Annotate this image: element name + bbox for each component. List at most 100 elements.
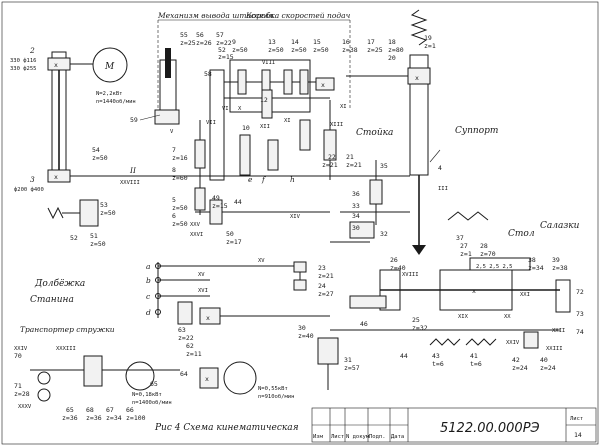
pos-72: 72 bbox=[576, 288, 584, 296]
feed-switch: a b c d XV XVI XV 63 z=22 x bbox=[146, 258, 330, 342]
shaft-label-XXVI: XXVI bbox=[190, 232, 203, 238]
pos-42: 42 bbox=[512, 356, 520, 364]
gear-chain-mid: 7 z=16 8 z=60 5 z=50 6 z=50 10 12 e f h … bbox=[172, 89, 311, 228]
gear-68-z: z=36 bbox=[86, 414, 102, 422]
table-assembly: x 2,5 2,5 2,5 28 z=70 27 z=1 37 Стол XVI… bbox=[379, 221, 584, 336]
feed-gearbox: x 9 z=50 13 z=50 14 z=50 15 z=50 16 z=38… bbox=[209, 34, 436, 181]
label-stoyka: Стойка bbox=[356, 128, 393, 138]
gear-15 bbox=[299, 69, 309, 95]
sheet-number: 14 bbox=[574, 431, 582, 439]
switch-c: c bbox=[146, 292, 151, 301]
pos-25: 25 bbox=[412, 316, 420, 324]
pos-8: 8 bbox=[172, 166, 176, 174]
pos-7: 7 bbox=[172, 146, 176, 154]
header-shaping-mechanism: Механизм вывода штосселя bbox=[157, 11, 274, 20]
pos-41: 41 bbox=[470, 352, 478, 360]
pulley-bottom bbox=[47, 169, 71, 183]
worm-19-mark: x bbox=[415, 74, 419, 82]
top-pulley-spec-1: ЗЗ0 ф116 bbox=[10, 58, 37, 64]
shaft-label-XXVIII: XXVIII bbox=[120, 180, 140, 186]
pos-15: 15 bbox=[313, 38, 321, 46]
table-nut-mark: x bbox=[472, 287, 476, 295]
shaft-II-line: II XXVIII 54 z=50 53 z=50 bbox=[70, 146, 410, 217]
gear-43-t: t=6 bbox=[432, 360, 444, 368]
gear-53-z: z=50 bbox=[100, 209, 116, 217]
shaft-label-XXV: XXV bbox=[190, 222, 201, 228]
pos-50: 50 bbox=[226, 230, 234, 238]
pos-46: 46 bbox=[360, 320, 368, 328]
gear-e bbox=[239, 134, 251, 176]
gear-24-z: z=27 bbox=[318, 290, 334, 298]
shaft-label-XXII: XXII bbox=[552, 328, 565, 334]
pos-59: 59 bbox=[130, 116, 138, 124]
gear-5 bbox=[194, 187, 206, 211]
shaft-label-X: X bbox=[238, 106, 242, 112]
rev-col-izm: Изм bbox=[313, 434, 324, 440]
shaft-label-XXXV: XXXV bbox=[18, 404, 32, 410]
gear-31 bbox=[317, 337, 339, 365]
feed-gear-49: 49 z=15 50 z=17 44 XXVI XXV bbox=[190, 194, 330, 246]
label-stol: Стол bbox=[508, 229, 535, 239]
gear-21-22 bbox=[323, 129, 337, 161]
pos-73: 73 bbox=[576, 310, 584, 318]
cylinder-45 bbox=[349, 295, 387, 309]
pos-23: 23 bbox=[318, 264, 326, 272]
sheet-label: Лист bbox=[570, 416, 583, 422]
pos-32: 32 bbox=[380, 230, 388, 238]
cutter bbox=[412, 245, 426, 255]
shaft-label-XXI: XXI bbox=[520, 292, 530, 298]
pos-70: 70 bbox=[14, 352, 22, 360]
worm-19 bbox=[407, 67, 431, 85]
rev-col-ndoc: N докум bbox=[346, 434, 370, 440]
pos-63: 63 bbox=[178, 326, 186, 334]
figure-caption: Рис 4 Схема кинематическая bbox=[154, 423, 299, 433]
switch-e: e bbox=[248, 175, 253, 184]
gear-40-42 bbox=[523, 331, 539, 349]
salazki-block bbox=[555, 279, 571, 313]
pos-62: 62 bbox=[186, 342, 194, 350]
shaft-label-XVI: XVI bbox=[198, 288, 208, 294]
shaft-label-XV-2: XV bbox=[258, 258, 265, 264]
transporter-motor bbox=[125, 361, 155, 391]
pos-6: 6 bbox=[172, 212, 176, 220]
shaft-label-VII: VII bbox=[206, 120, 216, 126]
label-dolbezhka: Долбёжка bbox=[34, 278, 85, 289]
pos-44: 44 bbox=[234, 198, 242, 206]
coupling-64 bbox=[199, 367, 219, 389]
switch-h: h bbox=[290, 175, 295, 184]
gear-35 bbox=[369, 179, 383, 205]
pos-2: 2 bbox=[29, 46, 35, 55]
gear-51-z: z=50 bbox=[90, 240, 106, 248]
gear-23 bbox=[293, 261, 307, 273]
main-motor-symbol: M bbox=[104, 62, 115, 72]
bottom-pulley-spec: ф200 ф400 bbox=[14, 187, 44, 193]
pos-26: 26 bbox=[390, 256, 398, 264]
block-32-33 bbox=[349, 221, 375, 239]
gearbox-67-69 bbox=[83, 355, 103, 387]
leader-4 bbox=[429, 149, 441, 163]
pos-27: 27 bbox=[460, 242, 468, 250]
motor-tr-spec-2: n=1400об/мин bbox=[132, 399, 172, 406]
pos-30: 30 bbox=[298, 324, 306, 332]
gear-21-z: z=21 bbox=[346, 161, 362, 169]
feed-motor-body bbox=[223, 361, 257, 395]
shaft-label-III: III bbox=[438, 186, 448, 192]
gear-g bbox=[299, 119, 311, 151]
switch-d-node bbox=[155, 309, 161, 315]
pos-10: 10 bbox=[242, 124, 250, 132]
ram bbox=[165, 48, 171, 78]
switch-b: b bbox=[146, 276, 151, 285]
pos-4: 4 bbox=[438, 164, 442, 172]
pos-22: 22 bbox=[328, 153, 336, 161]
clutch-x bbox=[199, 307, 221, 325]
pos-36: 36 bbox=[352, 190, 360, 198]
clutch-x-mark: x bbox=[206, 314, 210, 322]
doc-number: 5122.00.000РЭ bbox=[440, 421, 540, 436]
gear-15-z: z=50 bbox=[313, 46, 329, 54]
shaft-label-XI-2: XI bbox=[340, 104, 347, 110]
gear-57-z: z=22 bbox=[216, 39, 232, 47]
pos-64: 64 bbox=[180, 370, 188, 378]
main-motor bbox=[92, 47, 128, 83]
drum-71 bbox=[37, 388, 51, 402]
gear-71-z: z=28 bbox=[14, 390, 30, 398]
